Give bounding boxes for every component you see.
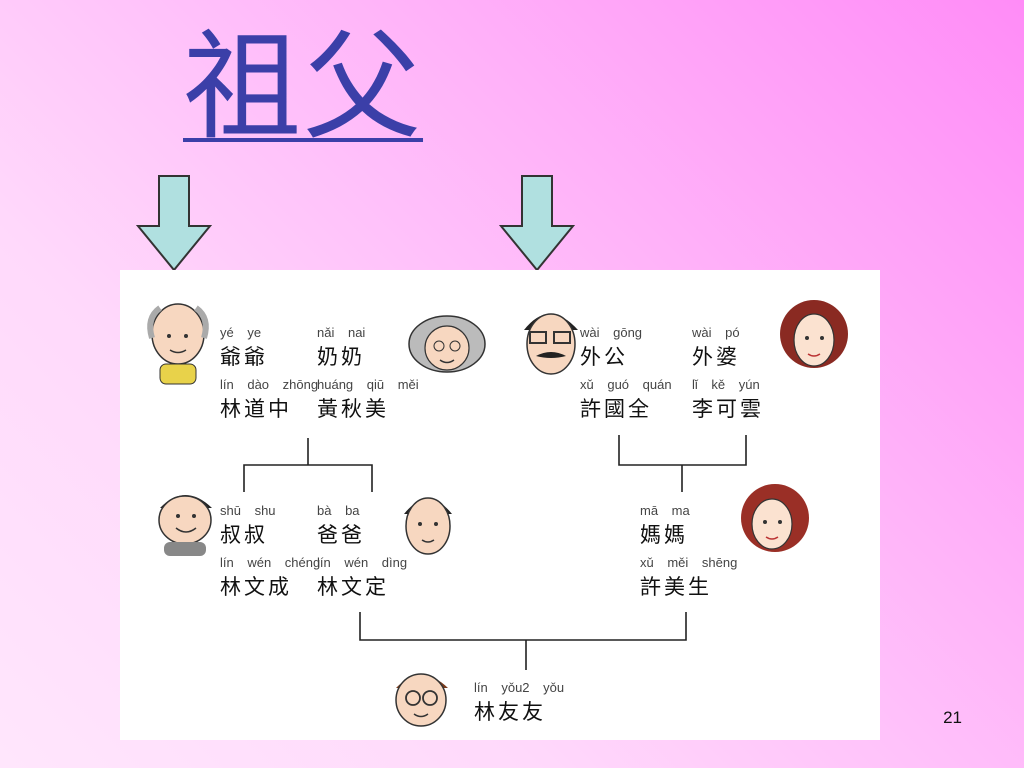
name-pinyin: xǔ guó quán <box>580 377 672 392</box>
father-face-icon <box>404 497 452 555</box>
grandpa-maternal-face-icon <box>524 313 578 375</box>
grandma-maternal: wài pó 外婆 lǐ kě yún 李可雲 <box>692 325 764 423</box>
father: bà ba 爸爸 lín wén dìng 林文定 <box>317 503 407 601</box>
name-pinyin: lǐ kě yún <box>692 377 760 392</box>
name-pinyin: lín dào zhōng <box>220 377 319 392</box>
person-name: 許美生 <box>640 575 712 599</box>
grandpa-paternal: yé ye 爺爺 lín dào zhōng 林道中 <box>220 325 318 423</box>
mother-face-icon <box>741 484 809 552</box>
person-name: 林道中 <box>220 397 292 421</box>
grandma-paternal: nǎi nai 奶奶 huáng qiū měi 黃秋美 <box>317 325 419 423</box>
person-name: 林文定 <box>317 575 389 599</box>
person-name: 林文成 <box>220 575 292 599</box>
grandpa-maternal: wài gōng 外公 xǔ guó quán 許國全 <box>580 325 672 423</box>
name-pinyin: xǔ měi shēng <box>640 555 738 570</box>
name-pinyin: lín yǒu2 yǒu <box>474 680 565 695</box>
kinship-pinyin: wài pó <box>692 325 740 340</box>
page-number: 21 <box>943 708 962 727</box>
person-name: 林友友 <box>474 700 546 724</box>
slide-title: 祖父 <box>183 18 424 156</box>
kinship-term: 爺爺 <box>220 345 268 369</box>
name-pinyin: lín wén dìng <box>317 555 408 570</box>
kinship-term: 奶奶 <box>317 345 365 369</box>
grandpa-paternal-face-icon <box>147 303 209 385</box>
kinship-pinyin: bà ba <box>317 503 360 518</box>
kinship-term: 爸爸 <box>317 523 365 547</box>
kinship-term: 外公 <box>580 345 628 369</box>
kinship-term: 媽媽 <box>640 523 688 547</box>
grandma-paternal-face-icon <box>408 315 486 373</box>
kinship-term: 叔叔 <box>220 523 268 547</box>
name-pinyin: huáng qiū měi <box>317 377 419 392</box>
grandma-maternal-face-icon <box>780 300 848 368</box>
family-tree-panel: yé ye 爺爺 lín dào zhōng 林道中 nǎi nai 奶奶 hu… <box>120 270 880 740</box>
person-name: 許國全 <box>580 397 652 421</box>
uncle: shū shu 叔叔 lín wén chéng 林文成 <box>220 503 320 601</box>
child-face-icon <box>395 673 448 727</box>
down-arrow-right-icon <box>498 175 576 272</box>
person-name: 黃秋美 <box>317 397 389 421</box>
kinship-pinyin: shū shu <box>220 503 276 518</box>
kinship-pinyin: wài gōng <box>580 325 643 340</box>
kinship-term: 外婆 <box>692 345 740 369</box>
down-arrow-left-icon <box>135 175 213 272</box>
child: lín yǒu2 yǒu 林友友 <box>474 680 564 726</box>
person-name: 李可雲 <box>692 397 764 421</box>
mother: mā ma 媽媽 xǔ měi shēng 許美生 <box>640 503 737 601</box>
name-pinyin: lín wén chéng <box>220 555 321 570</box>
kinship-pinyin: yé ye <box>220 325 262 340</box>
kinship-pinyin: nǎi nai <box>317 325 366 340</box>
kinship-pinyin: mā ma <box>640 503 690 518</box>
uncle-face-icon <box>158 495 212 556</box>
family-tree-lines <box>243 435 747 670</box>
